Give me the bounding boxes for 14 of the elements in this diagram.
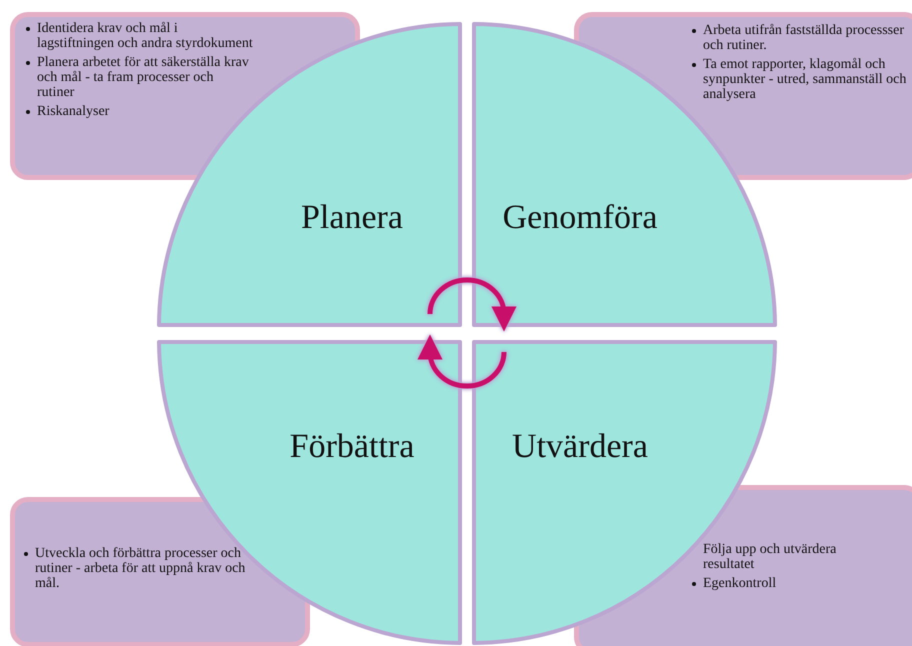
quadrant-label: Utvärdera <box>512 428 648 466</box>
list-item: Riskanalyser <box>37 104 110 119</box>
arrow <box>428 278 516 332</box>
quadrant-label: Planera <box>301 199 403 237</box>
list-item: Följa upp och utvärdera resultatet <box>703 542 836 572</box>
arrow <box>418 334 506 388</box>
list-item: Ta emot rapporter, klagomål och synpunkter - utred, sammanställ och analysera <box>703 57 906 102</box>
quadrant-label: Förbättra <box>290 428 414 466</box>
list-item: Egenkontroll <box>703 576 776 591</box>
list-item: Identidera krav och mål i lagstiftningen och andra styrdokument <box>37 21 253 51</box>
list-item: Planera arbetet för att säkerställa krav och mål - ta fram processer och rutiner <box>37 55 249 100</box>
list-item: Arbeta utifrån fastställda processser och rutiner. <box>703 23 904 53</box>
quadrant-label: Genomföra <box>502 199 658 237</box>
list-item: Utveckla och förbättra processer och rutiner - arbeta för att uppnå krav och mål. <box>35 546 246 591</box>
